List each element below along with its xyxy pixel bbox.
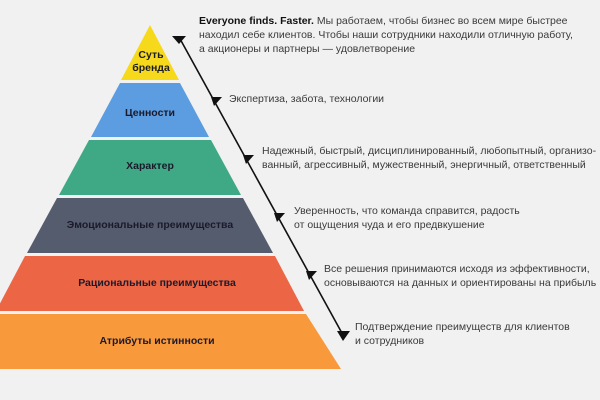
marker-triangle-icon [274,213,285,222]
description-line: Everyone finds. Faster. Мы работаем, что… [199,14,573,28]
marker-triangle-icon [211,97,222,106]
tier-label-values: Ценности [124,107,176,119]
description-text: Мы работаем, чтобы бизнес во всем мире б… [313,15,568,27]
arrow-head-icon [337,331,350,341]
tier-emotional-benefits [27,198,273,253]
description-rational-benefits: Все решения принимаются исходя из эффект… [324,262,596,290]
description-line: Надежный, быстрый, дисциплинированный, л… [262,145,597,157]
marker-triangle-icon [243,155,254,164]
marker-triangle-icon [306,271,317,280]
tier-label-line: Суть [138,49,164,61]
tier-label-rational-benefits: Рациональные преимущества [78,277,236,289]
tier-label-emotional-benefits: Эмоциональные преимущества [66,219,234,231]
tier-attributes-of-truth [0,314,341,369]
description-line: а акционеры и партнеры — удовлетворение [199,43,416,55]
description-line: находил себе клиентов. Чтобы наши сотруд… [199,29,573,41]
tier-brand-essence [121,25,179,80]
description-line: Уверенность, что команда справится, радо… [294,205,520,217]
tier-rational-benefits [0,256,304,311]
description-emotional-benefits: Уверенность, что команда справится, радо… [294,204,520,232]
tagline: Everyone finds. Faster. [199,15,314,27]
tier-values [91,83,209,137]
description-character: Надежный, быстрый, дисциплинированный, л… [262,144,596,172]
tier-label-line: бренда [132,62,170,74]
description-line: Экспертиза, забота, технологии [229,93,385,105]
connector-line [178,36,344,336]
tier-character [59,140,241,195]
description-line: основываются на данных и ориентированы н… [324,277,597,289]
description-line: Все решения принимаются исходя из эффект… [324,263,590,275]
description-line: от ощущения чуда и его предвкушение [294,219,485,231]
tier-label-character: Характер [126,160,174,172]
description-values: Экспертиза, забота, технологии [229,92,384,106]
description-line: Подтверждение преимуществ для клиентов [355,321,570,333]
marker-triangle-icon [172,36,186,44]
description-line: и сотрудников [355,335,425,347]
description-line: ванный, агрессивный, мужественный, энерг… [262,159,586,171]
tier-label-brand-essence: Суть бренда [132,49,170,75]
tier-label-attributes-of-truth: Атрибуты истинности [99,335,215,347]
description-brand-essence: Everyone finds. Faster. Мы работаем, что… [199,14,573,56]
description-attributes-of-truth: Подтверждение преимуществ для клиентов и… [355,320,570,348]
